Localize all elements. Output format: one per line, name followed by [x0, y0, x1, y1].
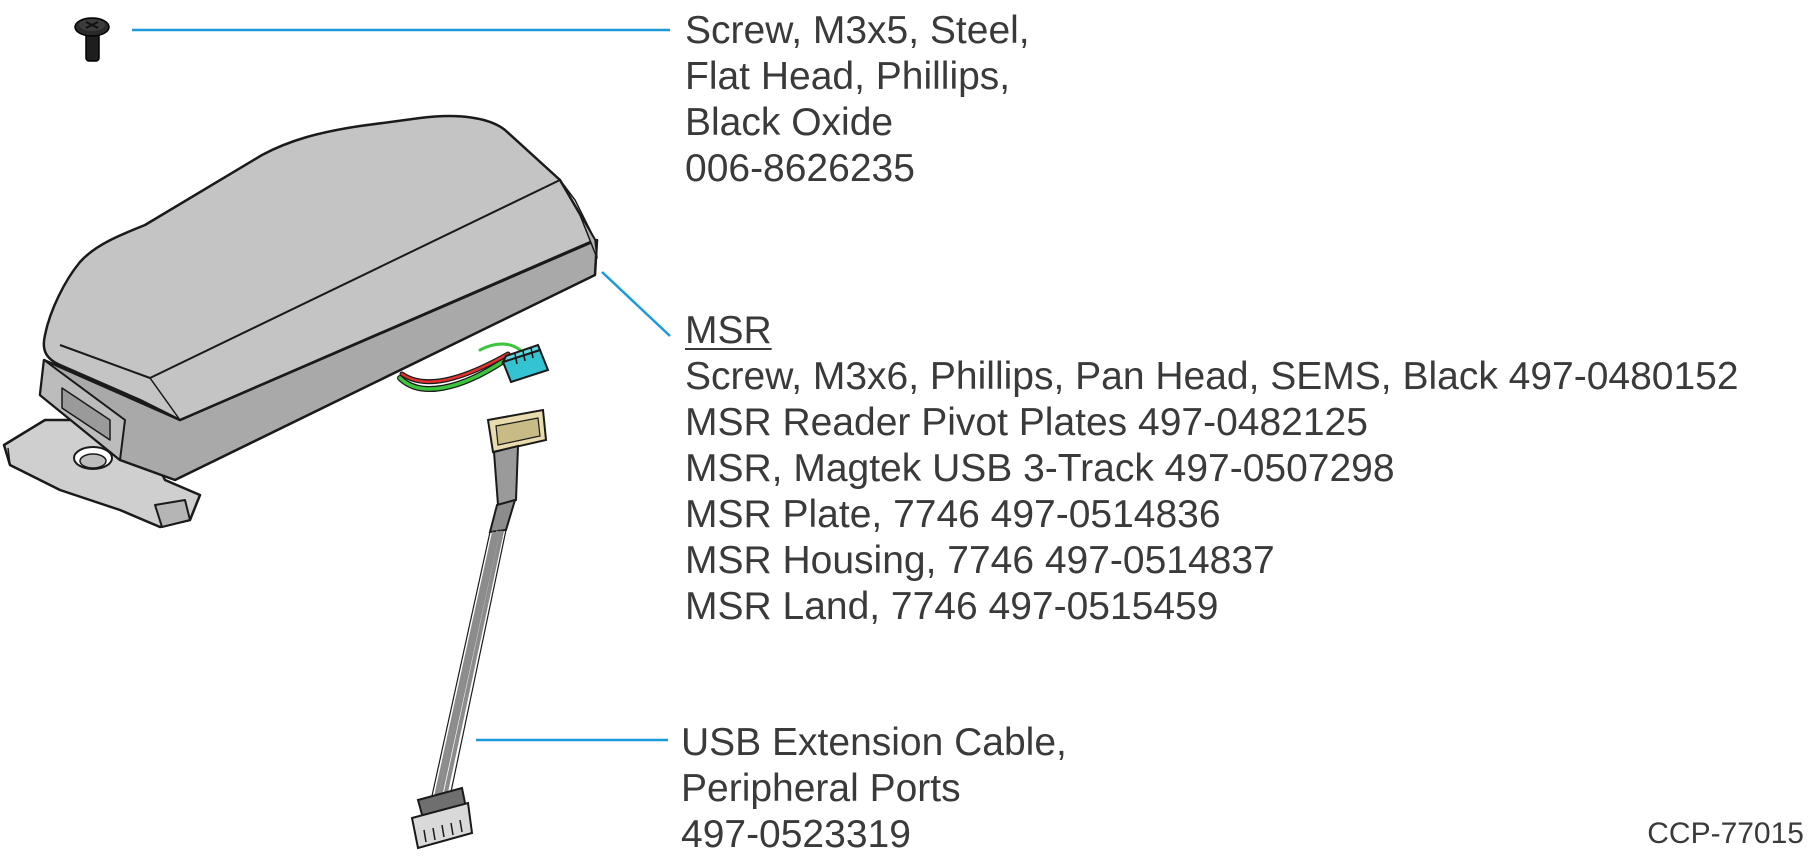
- msr-housing-icon: [2, 114, 599, 529]
- usb-cable-callout: USB Extension Cable, Peripheral Ports 49…: [681, 720, 1067, 858]
- msr-part-item: MSR Plate, 7746 497-0514836: [685, 493, 1221, 536]
- screw-description-line: Flat Head, Phillips,: [685, 55, 1011, 98]
- leader-lines: [132, 28, 671, 742]
- msr-heading: MSR: [685, 309, 772, 352]
- usb-extension-cable-icon: [410, 408, 548, 850]
- screw-description-line: Screw, M3x5, Steel,: [685, 9, 1030, 52]
- usb-cable-description-line: USB Extension Cable,: [681, 721, 1067, 764]
- figure-id: CCP-77015: [1647, 817, 1804, 850]
- usb-cable-part-number: 497-0523319: [681, 813, 911, 856]
- screw-callout: Screw, M3x5, Steel, Flat Head, Phillips,…: [685, 8, 1030, 192]
- screw-description-line: Black Oxide: [685, 101, 894, 144]
- screw-icon: [74, 17, 110, 62]
- msr-callout: MSR Screw, M3x6, Phillips, Pan Head, SEM…: [685, 308, 1739, 630]
- msr-connector-icon: [501, 343, 550, 384]
- msr-part-item: MSR, Magtek USB 3-Track 497-0507298: [685, 447, 1395, 490]
- msr-wires: [397, 342, 522, 392]
- screw-part-number: 006-8626235: [685, 147, 915, 190]
- msr-part-item: Screw, M3x6, Phillips, Pan Head, SEMS, B…: [685, 355, 1739, 398]
- msr-part-item: MSR Housing, 7746 497-0514837: [685, 539, 1275, 582]
- msr-leader-line: [601, 271, 671, 337]
- usb-cable-description-line: Peripheral Ports: [681, 767, 961, 810]
- msr-part-item: MSR Reader Pivot Plates 497-0482125: [685, 401, 1368, 444]
- msr-part-item: MSR Land, 7746 497-0515459: [685, 585, 1219, 628]
